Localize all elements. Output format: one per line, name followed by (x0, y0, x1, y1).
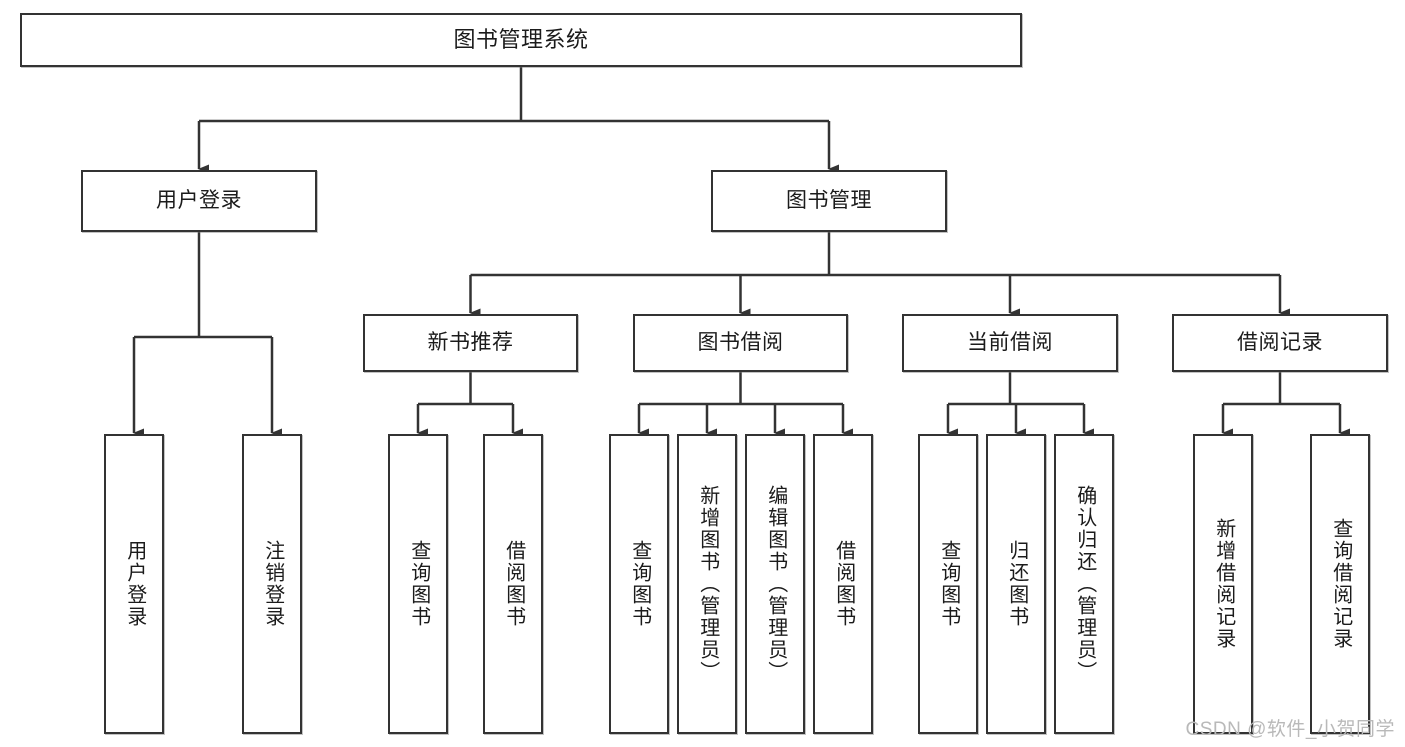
node-label: 图书管理 (786, 188, 872, 212)
watermark: CSDN @软件_小贺同学 (1185, 719, 1395, 740)
node-bookmgmt[interactable]: 图书管理 (711, 170, 947, 232)
node-leaf-cur-2[interactable]: 归还图书 (986, 434, 1046, 734)
node-leaf-rec-1[interactable]: 新增借阅记录 (1193, 434, 1253, 734)
node-newbook[interactable]: 新书推荐 (363, 314, 578, 372)
node-leaf-borrow-2[interactable]: 新增图书（管理员） (677, 434, 737, 734)
node-borrow[interactable]: 图书借阅 (633, 314, 848, 372)
node-label: 归还图书 (1005, 540, 1028, 628)
node-label: 借阅图书 (832, 540, 855, 628)
node-label: 编辑图书（管理员） (764, 485, 787, 683)
node-leaf-new-1[interactable]: 查询图书 (388, 434, 448, 734)
node-leaf-borrow-4[interactable]: 借阅图书 (813, 434, 873, 734)
node-root[interactable]: 图书管理系统 (20, 13, 1022, 67)
node-current[interactable]: 当前借阅 (902, 314, 1118, 372)
node-login[interactable]: 用户登录 (81, 170, 317, 232)
node-label: 新增借阅记录 (1212, 518, 1235, 650)
node-label: 注销登录 (261, 540, 284, 628)
node-label: 用户登录 (156, 188, 242, 212)
node-label: 图书借阅 (697, 330, 784, 354)
node-label: 用户登录 (123, 540, 146, 628)
node-label: 新增图书（管理员） (696, 485, 719, 683)
node-label: 借阅图书 (502, 540, 525, 628)
node-label: 借阅记录 (1237, 330, 1323, 354)
node-leaf-cur-1[interactable]: 查询图书 (918, 434, 978, 734)
node-label: 确认归还（管理员） (1073, 485, 1096, 683)
node-leaf-borrow-3[interactable]: 编辑图书（管理员） (745, 434, 805, 734)
node-leaf-login-2[interactable]: 注销登录 (242, 434, 302, 734)
node-leaf-login-1[interactable]: 用户登录 (104, 434, 164, 734)
edges (132, 67, 1350, 438)
node-leaf-borrow-1[interactable]: 查询图书 (609, 434, 669, 734)
node-label: 图书管理系统 (453, 27, 589, 53)
node-label: 新书推荐 (427, 330, 514, 354)
node-leaf-rec-2[interactable]: 查询借阅记录 (1310, 434, 1370, 734)
node-label: 当前借阅 (967, 330, 1053, 354)
node-records[interactable]: 借阅记录 (1172, 314, 1388, 372)
node-label: 查询借阅记录 (1329, 518, 1352, 650)
node-label: 查询图书 (937, 540, 960, 628)
node-label: 查询图书 (628, 540, 651, 628)
node-label: 查询图书 (407, 540, 430, 628)
node-leaf-new-2[interactable]: 借阅图书 (483, 434, 543, 734)
node-leaf-cur-3[interactable]: 确认归还（管理员） (1054, 434, 1114, 734)
